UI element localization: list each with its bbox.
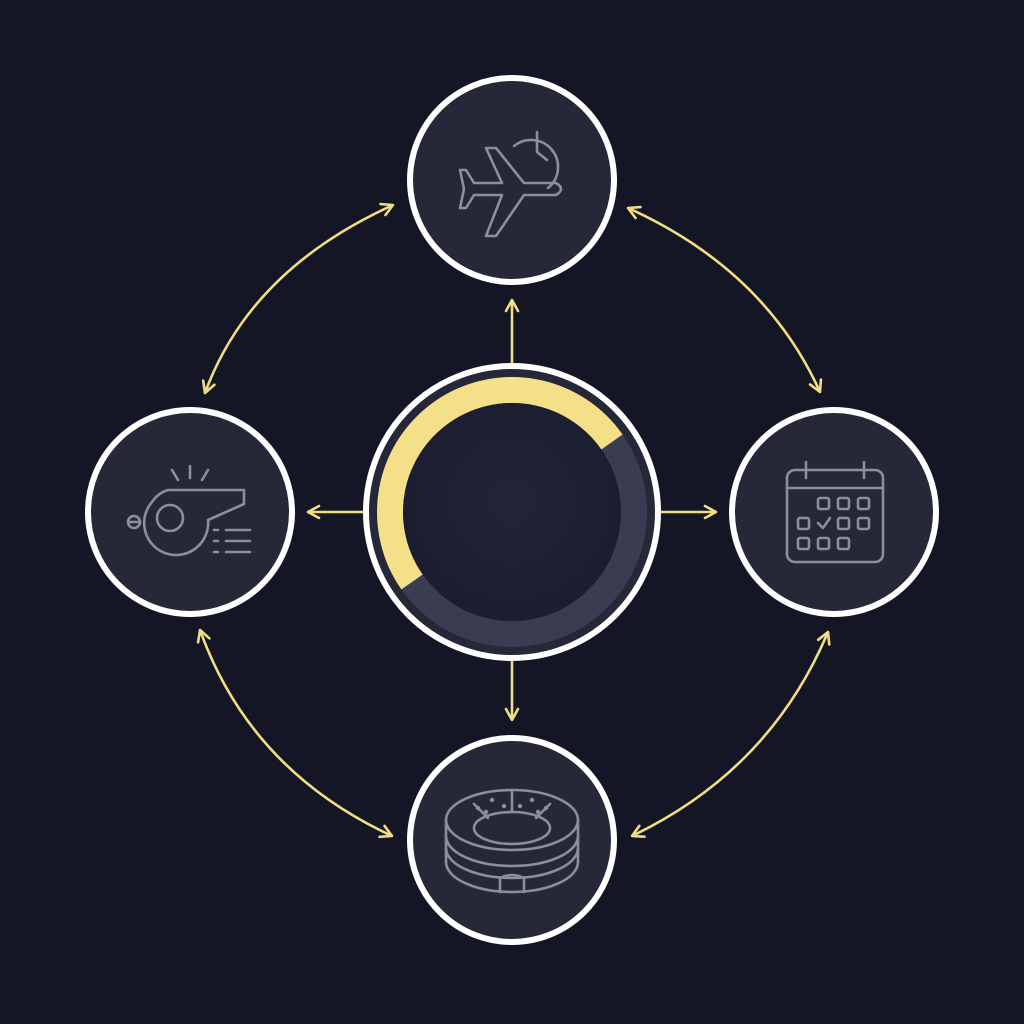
stadium-icon [444,788,580,894]
arrow-top-left [201,202,395,395]
node-top [407,75,617,285]
airplane-clock-icon [458,130,563,238]
cycle-connectors [196,202,831,839]
stadium-crowd-dots [475,797,549,815]
hub-core [403,403,621,621]
calendar-icon [785,460,885,564]
node-left [85,407,295,617]
node-bottom [407,735,617,945]
hub-progress-ring [377,377,623,590]
node-right [729,407,939,617]
arrow-left-bottom [196,628,394,839]
arrow-top-right [626,205,823,394]
hub-node [363,363,661,661]
arrow-right-bottom [630,630,831,838]
whistle-icon [126,464,252,557]
hub-spokes [306,298,718,722]
